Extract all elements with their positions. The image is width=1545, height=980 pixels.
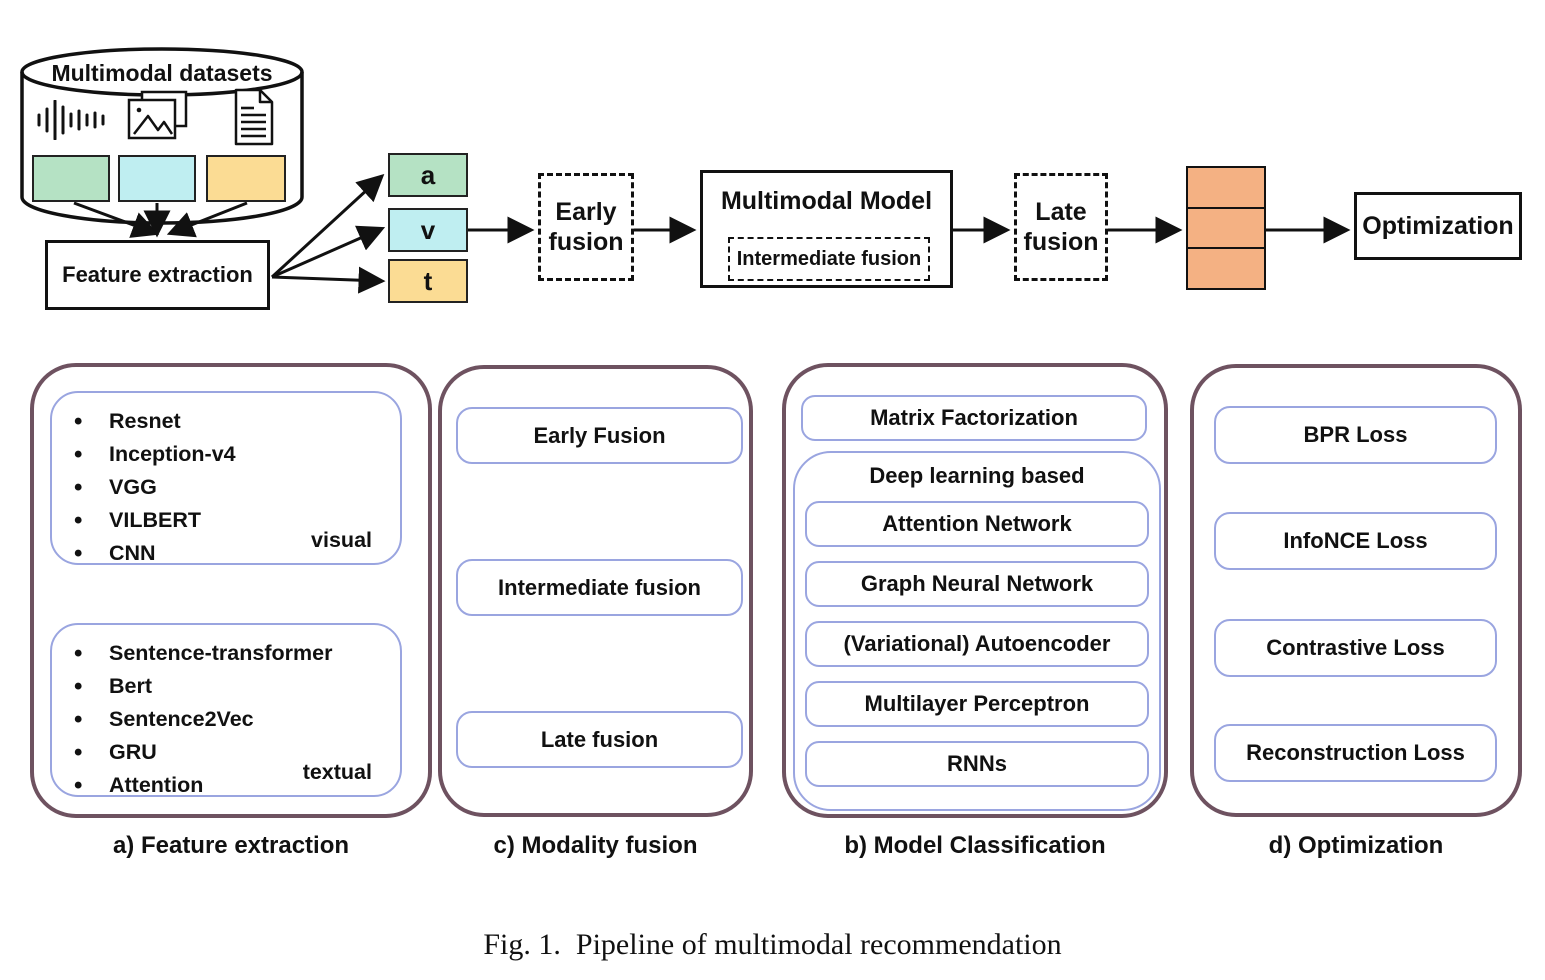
late-fusion-item: Late fusion xyxy=(456,711,743,768)
deep-learning-group-title: Deep learning based xyxy=(869,463,1085,488)
dataset-audio-chip xyxy=(32,155,110,202)
panel-d-caption: d) Optimization xyxy=(1268,832,1444,859)
fused-embedding-cell xyxy=(1186,166,1266,209)
graph-neural-network-item: Graph Neural Network xyxy=(805,561,1149,607)
contrastive-loss-item: Contrastive Loss xyxy=(1214,619,1497,677)
modality-a-box: a xyxy=(388,153,468,197)
list-item: VILBERT xyxy=(52,504,400,537)
panel-feature-extraction: Resnet Inception-v4 VGG VILBERT CNN visu… xyxy=(30,363,432,818)
panel-b-caption: b) Model Classification xyxy=(844,832,1106,859)
list-item: Sentence2Vec xyxy=(52,703,400,736)
visual-tag: visual xyxy=(311,528,372,552)
early-fusion-box: Early fusion xyxy=(538,173,634,281)
list-item: VGG xyxy=(52,471,400,504)
matrix-factorization-item: Matrix Factorization xyxy=(801,395,1147,441)
panel-modality-fusion: Early Fusion Intermediate fusion Late fu… xyxy=(438,365,753,817)
deep-learning-group: Deep learning based Attention Network Gr… xyxy=(793,451,1161,811)
variational-autoencoder-item: (Variational) Autoencoder xyxy=(805,621,1149,667)
bpr-loss-item: BPR Loss xyxy=(1214,406,1497,464)
intermediate-fusion-box: Intermediate fusion xyxy=(728,237,930,281)
modality-t-box: t xyxy=(388,259,468,303)
document-icon xyxy=(234,88,274,146)
multimodal-model-title: Multimodal Model xyxy=(720,187,933,215)
list-item: Sentence-transformer xyxy=(52,637,400,670)
feature-extraction-box: Feature extraction xyxy=(45,240,270,310)
list-item: Bert xyxy=(52,670,400,703)
fused-embedding-cell xyxy=(1186,247,1266,290)
list-item: CNN xyxy=(52,537,400,570)
dataset-textual-chip xyxy=(206,155,286,202)
multimodal-model-box: Multimodal Model Intermediate fusion xyxy=(700,170,953,288)
waveform-icon xyxy=(37,100,105,140)
intermediate-fusion-item: Intermediate fusion xyxy=(456,559,743,616)
dataset-visual-chip xyxy=(118,155,196,202)
textual-tag: textual xyxy=(302,760,372,784)
list-item: Inception-v4 xyxy=(52,438,400,471)
infonce-loss-item: InfoNCE Loss xyxy=(1214,512,1497,570)
visual-extractors-list: Resnet Inception-v4 VGG VILBERT CNN xyxy=(52,405,400,570)
fused-embedding-stack xyxy=(1186,166,1266,290)
textual-extractors-group: Sentence-transformer Bert Sentence2Vec G… xyxy=(50,623,402,802)
multilayer-perceptron-item: Multilayer Perceptron xyxy=(805,681,1149,727)
image-icon xyxy=(127,90,188,140)
rnns-item: RNNs xyxy=(805,741,1149,787)
list-item: GRU xyxy=(52,736,400,769)
panel-a-caption: a) Feature extraction xyxy=(112,832,350,859)
fused-embedding-cell xyxy=(1186,206,1266,250)
dataset-title: Multimodal datasets xyxy=(51,59,273,86)
panel-c-caption: c) Modality fusion xyxy=(493,832,698,859)
list-item: Attention xyxy=(52,769,400,802)
modality-v-box: v xyxy=(388,208,468,252)
figure-caption: Fig. 1. Pipeline of multimodal recommend… xyxy=(483,928,1062,961)
panel-model-classification: Matrix Factorization Deep learning based… xyxy=(782,363,1168,818)
late-fusion-box: Late fusion xyxy=(1014,173,1108,281)
deep-learning-items: Attention Network Graph Neural Network (… xyxy=(805,501,1149,787)
panel-optimization: BPR Loss InfoNCE Loss Contrastive Loss R… xyxy=(1190,364,1522,817)
reconstruction-loss-item: Reconstruction Loss xyxy=(1214,724,1497,782)
optimization-box: Optimization xyxy=(1354,192,1522,260)
textual-extractors-list: Sentence-transformer Bert Sentence2Vec G… xyxy=(52,637,400,802)
list-item: Resnet xyxy=(52,405,400,438)
attention-network-item: Attention Network xyxy=(805,501,1149,547)
early-fusion-item: Early Fusion xyxy=(456,407,743,464)
visual-extractors-group: Resnet Inception-v4 VGG VILBERT CNN visu… xyxy=(50,391,402,570)
